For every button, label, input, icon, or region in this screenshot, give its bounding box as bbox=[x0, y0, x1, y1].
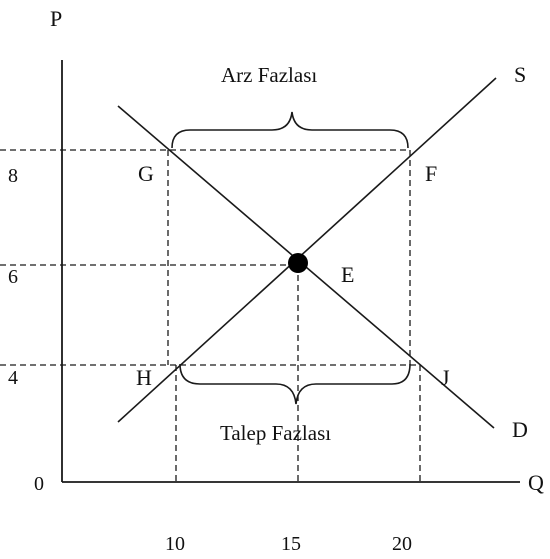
supply-curve-label: S bbox=[514, 62, 526, 87]
supply-curve bbox=[117, 77, 497, 423]
equilibrium-point bbox=[288, 253, 308, 273]
x-tick-10: 10 bbox=[165, 533, 185, 555]
y-tick-8: 8 bbox=[8, 165, 18, 187]
x-tick-15: 15 bbox=[281, 533, 301, 555]
surplus-brace bbox=[171, 111, 409, 149]
point-label-h: H bbox=[136, 365, 152, 390]
y-tick-6: 6 bbox=[8, 266, 18, 288]
point-label-f: F bbox=[425, 161, 437, 186]
demand-curve-label: D bbox=[512, 417, 528, 442]
y-tick-4: 4 bbox=[8, 367, 18, 389]
y-axis-label: P bbox=[50, 6, 62, 31]
x-tick-20: 20 bbox=[392, 533, 412, 555]
origin-label: 0 bbox=[34, 473, 44, 495]
point-label-j: J bbox=[441, 365, 450, 390]
shortage-brace bbox=[179, 363, 411, 405]
shortage-label: Talep Fazlası bbox=[220, 421, 331, 445]
point-label-g: G bbox=[138, 161, 154, 186]
surplus-label: Arz Fazlası bbox=[221, 63, 317, 87]
point-label-e: E bbox=[341, 262, 354, 287]
x-axis-label: Q bbox=[528, 470, 544, 495]
